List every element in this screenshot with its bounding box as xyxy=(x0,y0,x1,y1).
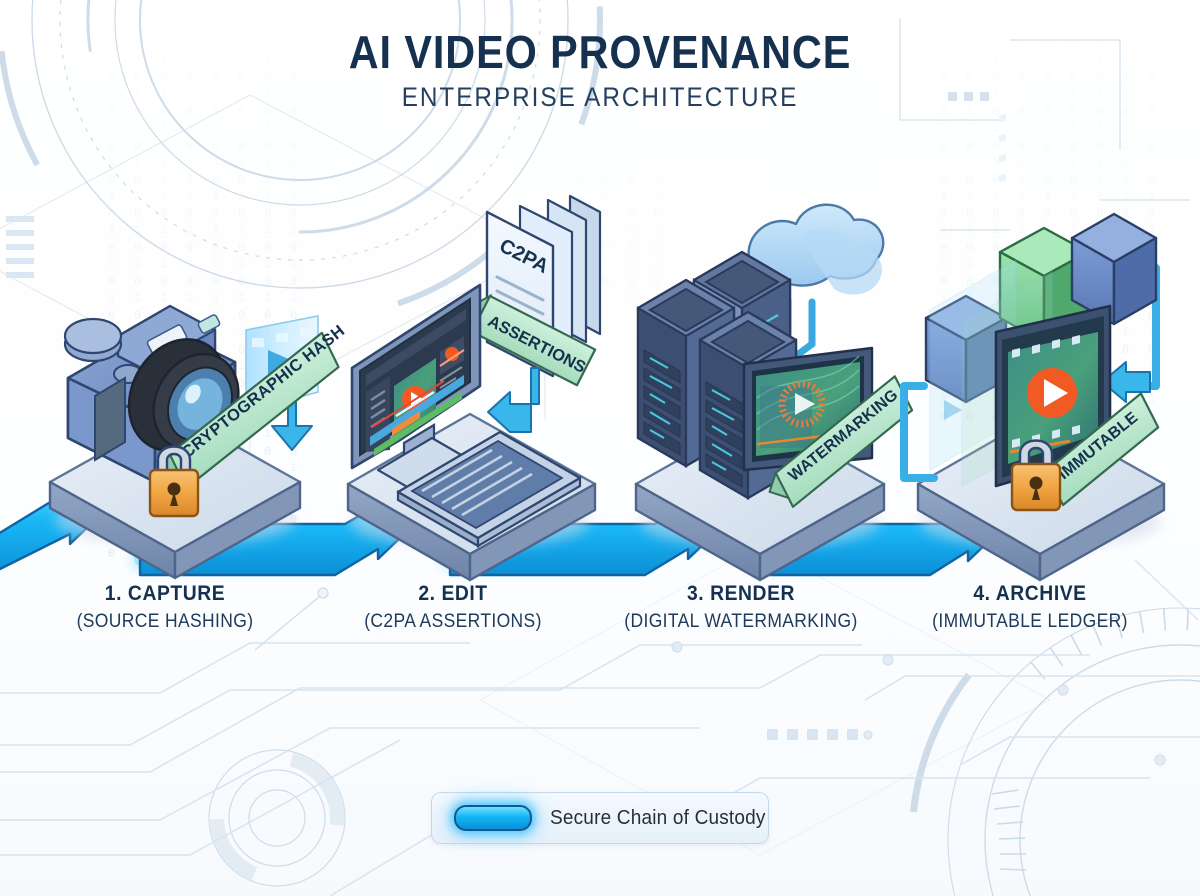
page-subtitle: ENTERPRISE ARCHITECTURE xyxy=(401,82,799,113)
legend-secure-chain: Secure Chain of Custody xyxy=(431,792,769,844)
step-detail-render: (DIGITAL WATERMARKING) xyxy=(624,611,858,632)
step-title-render: 3. RENDER xyxy=(686,582,796,605)
step-caption-archive: 4. ARCHIVE (IMMUTABLE LEDGER) xyxy=(870,582,1190,633)
page-title: AI VIDEO PROVENANCE xyxy=(348,26,852,78)
cloud-icon xyxy=(747,203,885,295)
step-caption-render: 3. RENDER (DIGITAL WATERMARKING) xyxy=(581,582,901,633)
header-block: AI VIDEO PROVENANCE ENTERPRISE ARCHITECT… xyxy=(0,28,1200,113)
padlock-icon xyxy=(1010,439,1062,512)
assertions-hook-arrow-icon xyxy=(487,367,540,433)
step-detail-edit: (C2PA ASSERTIONS) xyxy=(364,611,542,632)
stage-archive-scene: IMMUTABLE xyxy=(900,113,1166,582)
step-title-edit: 2. EDIT xyxy=(418,582,488,605)
step-caption-capture: 1. CAPTURE (SOURCE HASHING) xyxy=(5,582,325,633)
step-caption-edit: 2. EDIT (C2PA ASSERTIONS) xyxy=(293,582,613,633)
stage-capture-scene: CRYPTOGRAPHIC HASH xyxy=(48,304,348,580)
step-detail-archive: (IMMUTABLE LEDGER) xyxy=(932,611,1128,632)
ledger-loop-arrow-icon xyxy=(1101,361,1151,403)
legend-label: Secure Chain of Custody xyxy=(550,806,766,829)
step-detail-capture: (SOURCE HASHING) xyxy=(76,611,254,632)
glowing-pill-icon xyxy=(454,805,532,831)
padlock-icon xyxy=(148,445,200,518)
stage-edit-scene: C2PA ASSERTIONS xyxy=(346,194,602,582)
desktop-workstation-icon xyxy=(350,283,582,548)
step-title-archive: 4. ARCHIVE xyxy=(973,582,1087,605)
stage-render-scene: WATERMARKING xyxy=(634,203,914,582)
step-title-capture: 1. CAPTURE xyxy=(104,582,226,605)
